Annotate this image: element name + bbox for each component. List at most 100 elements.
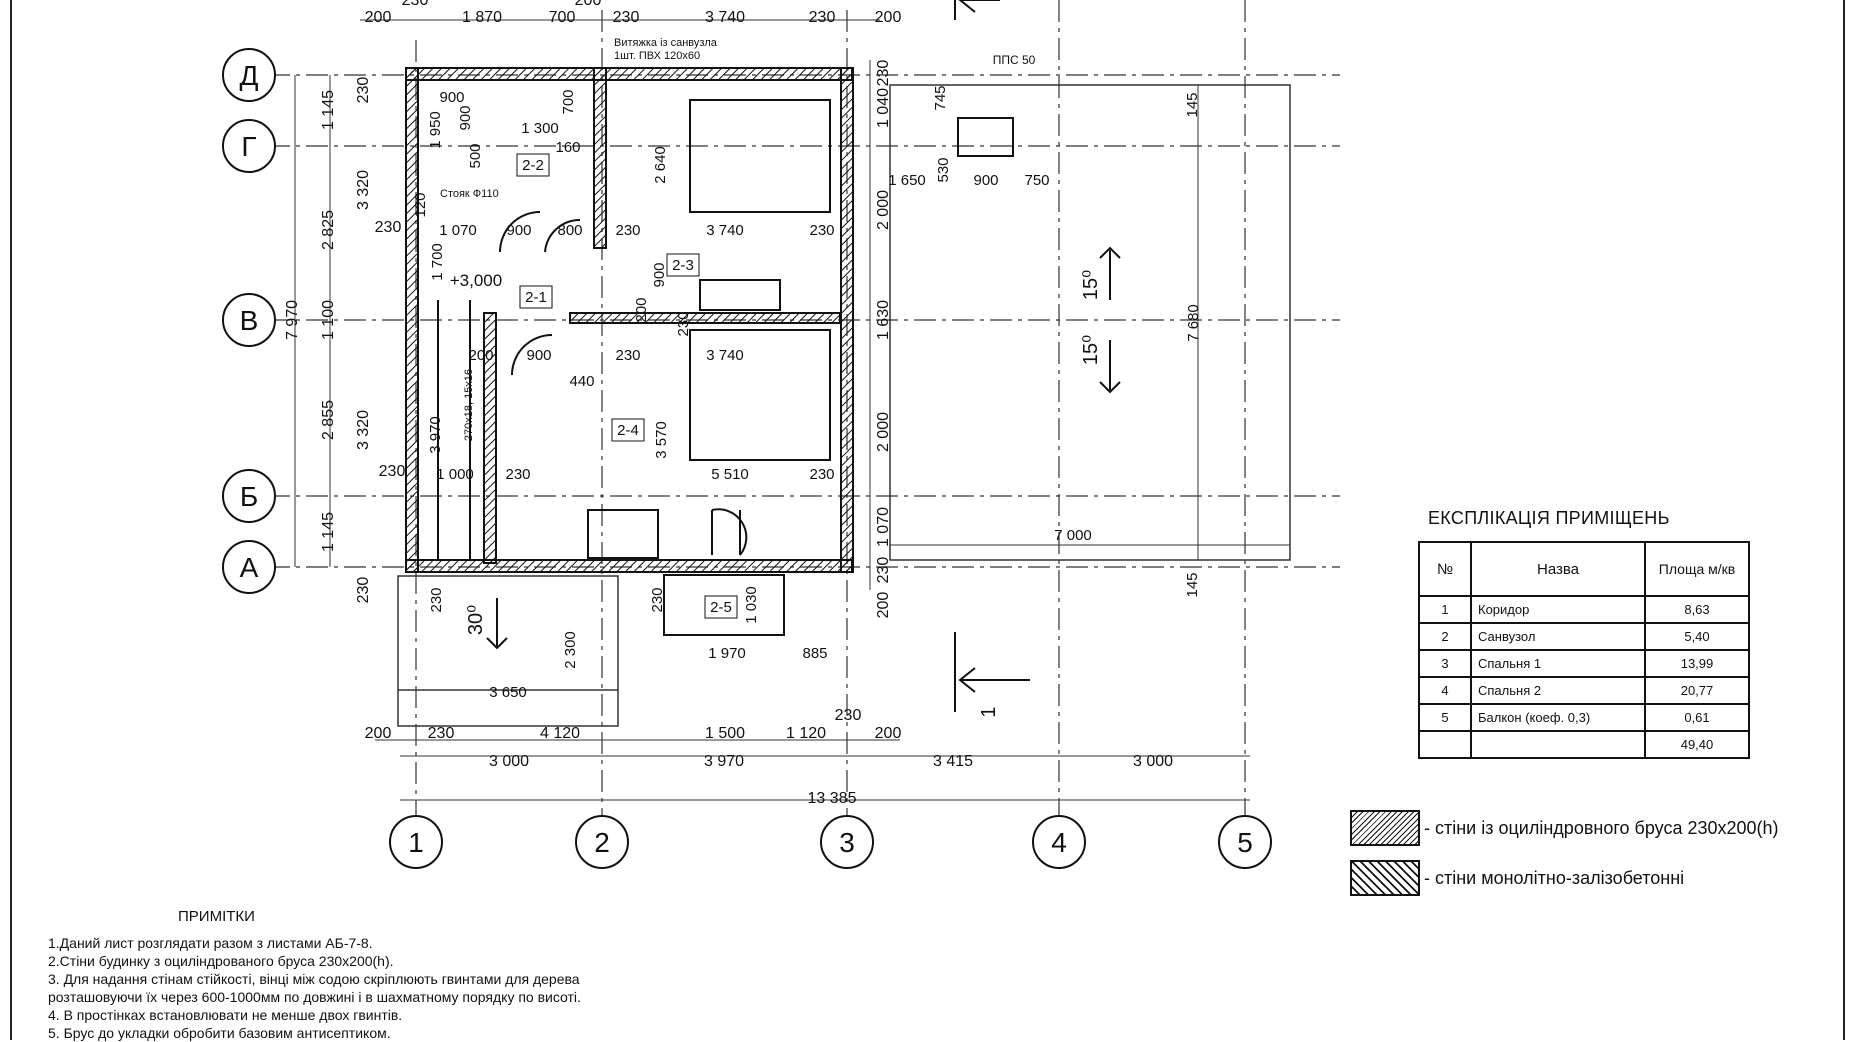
axis-bubble-row: [222, 540, 276, 594]
room-number: 2-2: [522, 157, 544, 174]
dimension-label: 3 320: [355, 410, 372, 450]
legend-concrete-swatch: [1350, 860, 1420, 896]
dimension-label: 1 145: [320, 512, 337, 552]
dimension-label: 230: [649, 587, 666, 612]
note-line: 5. Брус до укладки обробити базовим анти…: [48, 1025, 391, 1041]
axis-label-row: Г: [241, 131, 256, 162]
dimension-label: 1 700: [429, 243, 446, 281]
dimension-label: 1 040: [875, 88, 892, 128]
room-tag: [611, 418, 645, 442]
total-area: 49,40: [1644, 730, 1750, 759]
row-num: 3: [1418, 649, 1472, 678]
door-and-interior-lines: [437, 99, 1014, 636]
dimension-label: 1 100: [320, 300, 337, 340]
exhaust-note: 1шт. ПВХ 120х60: [614, 50, 700, 62]
dimension-label: 7 680: [1185, 304, 1202, 342]
slope-mark: 30⁰: [465, 605, 487, 635]
dimension-label: 885: [802, 645, 827, 662]
dimension-label: 800: [557, 222, 582, 239]
table-row: 1 Коридор 8,63: [1418, 595, 1750, 624]
dimension-label: 200: [875, 592, 892, 619]
explication-header-row: № Назва Площа м/кв: [1418, 541, 1750, 597]
dimension-label: 200: [875, 9, 902, 26]
dimension-label: 1 500: [705, 725, 745, 742]
dimension-label: 500: [467, 143, 484, 168]
room-tag: [704, 595, 738, 619]
col-header-name: Назва: [1470, 541, 1646, 597]
note-line: розташовуючи їх через 600-1000мм по довж…: [48, 989, 581, 1005]
dimension-label: 230: [613, 9, 640, 26]
notes-list: 1.Даний лист розглядати разом з листами …: [48, 934, 581, 1042]
legend-concrete-label: - стіни монолітно-залізобетонні: [1424, 867, 1685, 888]
dimension-label: 230: [615, 347, 640, 364]
dimension-label: 200: [875, 725, 902, 742]
axis-label-row: А: [240, 552, 259, 583]
row-name: Санвузол: [1470, 622, 1646, 651]
dimension-label: 2 825: [320, 210, 337, 250]
dimension-label: 5 510: [711, 466, 749, 483]
dimension-label: 230: [375, 219, 402, 236]
row-num: 4: [1418, 676, 1472, 705]
axis-bubble-col: [1032, 815, 1086, 869]
dimension-label: 1 070: [875, 507, 892, 547]
axis-bubble-col: [820, 815, 874, 869]
axis-label-col: 4: [1051, 827, 1067, 858]
axis-bubble-col: [575, 815, 629, 869]
dimension-label: 3 320: [355, 170, 372, 210]
table-row: 4 Спальня 2 20,77: [1418, 676, 1750, 705]
dimension-label: 900: [506, 222, 531, 239]
dimension-label: 2 300: [562, 631, 579, 669]
dimension-label: 4 120: [540, 725, 580, 742]
room-number: 2-3: [672, 257, 694, 274]
row-area: 13,99: [1644, 649, 1750, 678]
dimension-label: 1 030: [743, 586, 760, 624]
note-line: 2.Стіни будинку з оциліндрованого бруса …: [48, 953, 394, 969]
dimension-label: 230: [379, 463, 406, 480]
dimension-label: 270x18, 15x16: [463, 369, 475, 441]
row-area: 5,40: [1644, 622, 1750, 651]
dimension-label: 530: [935, 157, 952, 182]
terrace-outline: [889, 84, 1291, 561]
row-name: Спальня 2: [1470, 676, 1646, 705]
explication-title: ЕКСПЛІКАЦІЯ ПРИМІЩЕНЬ: [1428, 508, 1670, 528]
dimension-label: 230: [809, 222, 834, 239]
legend-concrete: - стіни монолітно-залізобетонні: [1350, 860, 1684, 896]
dimension-label: 230: [809, 466, 834, 483]
row-num: 2: [1418, 622, 1472, 651]
dimension-label: 230: [615, 222, 640, 239]
note-line: 4. В простінках встановлювати не менше д…: [48, 1007, 403, 1023]
dimension-label: 1 650: [888, 172, 926, 189]
dimension-label: 230: [355, 577, 372, 604]
col-header-area: Площа м/кв: [1644, 541, 1750, 597]
dimension-label: 7 970: [284, 300, 301, 340]
dimension-label: 230: [402, 0, 429, 9]
row-num: 1: [1418, 595, 1472, 624]
dimension-label: 230: [505, 466, 530, 483]
chimney-note: ППС 50: [993, 53, 1036, 67]
notes-title: ПРИМІТКИ: [178, 908, 255, 925]
table-row: 5 Балкон (коеф. 0,3) 0,61: [1418, 703, 1750, 732]
dimension-label: 900: [973, 172, 998, 189]
dimension-label: 1 630: [875, 300, 892, 340]
level-mark: +3,000: [450, 271, 502, 290]
axis-label-row: В: [240, 305, 259, 336]
dimension-label: 230: [835, 707, 862, 724]
slope-mark: 15⁰: [1080, 270, 1102, 300]
dimension-label: 900: [526, 347, 551, 364]
axis-bubble-row: [222, 469, 276, 523]
axis-label-col: 1: [408, 827, 424, 858]
dimension-label: 3 970: [427, 416, 444, 454]
legend-timber-label: - стіни із оциліндровного бруса 230х200(…: [1424, 817, 1779, 838]
frame-right-border: [1843, 0, 1845, 1040]
axis-label-row: Д: [240, 60, 259, 91]
explication-table: № Назва Площа м/кв 1 Коридор 8,63 2 Санв…: [1418, 541, 1750, 759]
dimension-label: 1 120: [786, 725, 826, 742]
dimension-label: 3 415: [933, 753, 973, 770]
exhaust-note: Витяжка із санвузла: [614, 37, 718, 49]
dimension-label: 230: [875, 60, 892, 87]
room-number: 2-5: [710, 599, 732, 616]
room-number: 2-4: [617, 422, 639, 439]
dimension-lines: [294, 19, 1290, 801]
axis-label-row: Б: [240, 481, 258, 512]
